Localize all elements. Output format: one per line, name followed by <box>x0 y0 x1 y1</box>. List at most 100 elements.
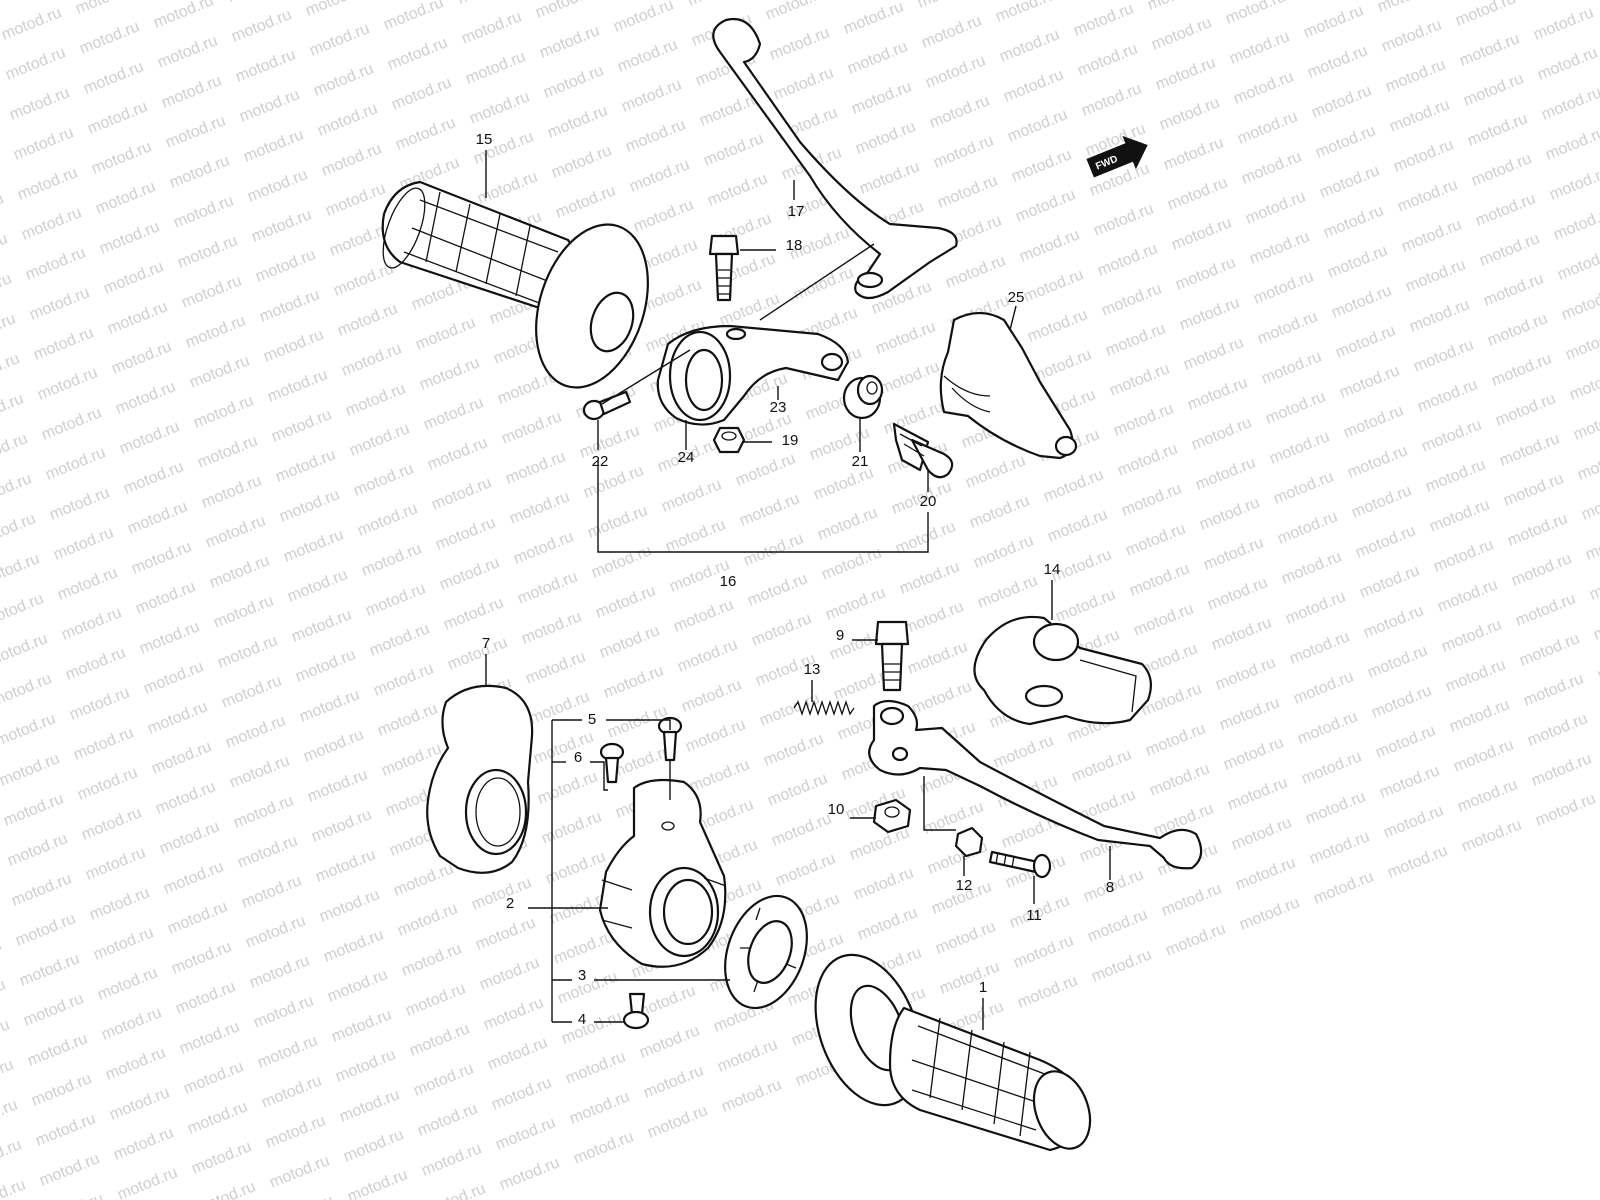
watermark-text: motod.ru <box>1403 256 1468 295</box>
watermark-text: motod.ru <box>301 726 366 765</box>
watermark-text: motod.ru <box>11 124 76 163</box>
watermark-text: motod.ru <box>737 490 802 529</box>
watermark-text: motod.ru <box>1399 216 1464 255</box>
watermark-text: motod.ru <box>909 678 974 717</box>
watermark-text: motod.ru <box>1243 188 1308 227</box>
nut-19 <box>712 426 746 454</box>
watermark-text: motod.ru <box>1291 668 1356 707</box>
watermark-text: motod.ru <box>855 904 920 943</box>
watermark-text: motod.ru <box>243 912 308 951</box>
watermark-text: motod.ru <box>1497 430 1562 469</box>
watermark-text: motod.ru <box>877 358 942 397</box>
watermark-text: motod.ru <box>97 218 162 257</box>
watermark-text: motod.ru <box>967 492 1032 531</box>
watermark-text: motod.ru <box>245 166 310 205</box>
watermark-text: motod.ru <box>47 484 112 523</box>
watermark-text: motod.ru <box>533 0 598 22</box>
watermark-text: motod.ru <box>15 164 80 203</box>
watermark-text: motod.ru <box>997 26 1062 65</box>
watermark-text: motod.ru <box>323 180 388 219</box>
leader-lines <box>485 150 1111 1030</box>
watermark-text: motod.ru <box>1163 920 1228 959</box>
watermark-text: motod.ru <box>145 698 210 737</box>
watermark-text: motod.ru <box>1235 108 1300 147</box>
watermark-text: motod.ru <box>1 790 66 829</box>
watermark-text: motod.ru <box>1267 428 1332 467</box>
watermark-text: motod.ru <box>1153 54 1218 93</box>
spring-13 <box>793 699 855 717</box>
watermark-text: motod.ru <box>19 204 84 243</box>
watermark-text: motod.ru <box>1169 214 1234 253</box>
watermark-text: motod.ru <box>0 936 4 975</box>
callout-20: 20 <box>920 493 937 510</box>
watermark-text: motod.ru <box>761 730 826 769</box>
watermark-text: motod.ru <box>539 808 604 847</box>
watermark-text: motod.ru <box>193 1178 258 1200</box>
watermark-text: motod.ru <box>1295 708 1360 747</box>
cable-adjuster-20 <box>892 422 954 479</box>
watermark-text: motod.ru <box>211 592 276 631</box>
watermark-text: motod.ru <box>9 870 74 909</box>
watermark-text: motod.ru <box>67 684 132 723</box>
watermark-text: motod.ru <box>1349 482 1414 521</box>
watermark-text: motod.ru <box>1259 348 1324 387</box>
watermark-text: motod.ru <box>7 84 72 123</box>
watermark-text: motod.ru <box>13 910 78 949</box>
callout-24: 24 <box>678 449 695 466</box>
watermark-text: motod.ru <box>1299 748 1364 787</box>
watermark-text: motod.ru <box>149 738 214 777</box>
watermark-text: motod.ru <box>347 420 412 459</box>
watermark-text: motod.ru <box>1123 520 1188 559</box>
watermark-text: motod.ru <box>1529 750 1594 789</box>
watermark-text: motod.ru <box>1595 644 1600 683</box>
watermark-text: motod.ru <box>1481 270 1546 309</box>
lever-cover-14 <box>973 615 1153 726</box>
watermark-text: motod.ru <box>815 504 880 543</box>
watermark-text: motod.ru <box>733 450 798 489</box>
watermark-text: motod.ru <box>1157 94 1222 133</box>
watermark-text: motod.ru <box>919 12 984 51</box>
watermark-text: motod.ru <box>1459 816 1524 855</box>
watermark-text: motod.ru <box>715 1036 780 1075</box>
watermark-text: motod.ru <box>113 378 178 417</box>
callout-6: 6 <box>574 749 582 766</box>
watermark-text: motod.ru <box>1435 576 1500 615</box>
watermark-text: motod.ru <box>1045 506 1110 545</box>
watermark-text: motod.ru <box>993 0 1058 26</box>
watermark-text: motod.ru <box>0 430 30 469</box>
watermark-text: motod.ru <box>631 196 696 235</box>
watermark-text: motod.ru <box>535 768 600 807</box>
watermark-text: motod.ru <box>1587 564 1600 603</box>
watermark-text: motod.ru <box>185 1098 250 1137</box>
watermark-text: motod.ru <box>325 966 390 1005</box>
watermark-text: motod.ru <box>1543 124 1600 163</box>
watermark-text: motod.ru <box>0 4 64 43</box>
watermark-text: motod.ru <box>1473 190 1538 229</box>
watermark-text: motod.ru <box>1143 720 1208 759</box>
pivot-bolt-9 <box>874 620 910 692</box>
leader-line <box>606 719 671 730</box>
watermark-text: motod.ru <box>555 968 620 1007</box>
watermark-text: motod.ru <box>511 528 576 567</box>
watermark-text: motod.ru <box>475 168 540 207</box>
watermark-text: motod.ru <box>85 98 150 137</box>
watermark-text: motod.ru <box>1089 946 1154 985</box>
watermark-text: motod.ru <box>101 258 166 297</box>
nut-12 <box>954 826 984 858</box>
callout-10: 10 <box>828 801 845 818</box>
watermark-text: motod.ru <box>549 142 614 181</box>
watermark-text: motod.ru <box>37 1150 102 1189</box>
watermark-text: motod.ru <box>497 1154 562 1193</box>
watermark-text: motod.ru <box>679 676 744 715</box>
watermark-text: motod.ru <box>1521 670 1586 709</box>
watermark-text: motod.ru <box>31 324 96 363</box>
watermark-text: motod.ru <box>445 634 510 673</box>
watermark-text: motod.ru <box>1387 96 1452 135</box>
watermark-text: motod.ru <box>589 542 654 581</box>
callout-12: 12 <box>956 877 973 894</box>
watermark-text: motod.ru <box>71 724 136 763</box>
watermark-text: motod.ru <box>819 544 884 583</box>
watermark-text: motod.ru <box>1431 536 1496 575</box>
callout-labels: 1234567891011121314151617181920212223242… <box>476 131 1115 1028</box>
watermark-text: motod.ru <box>1563 324 1600 363</box>
